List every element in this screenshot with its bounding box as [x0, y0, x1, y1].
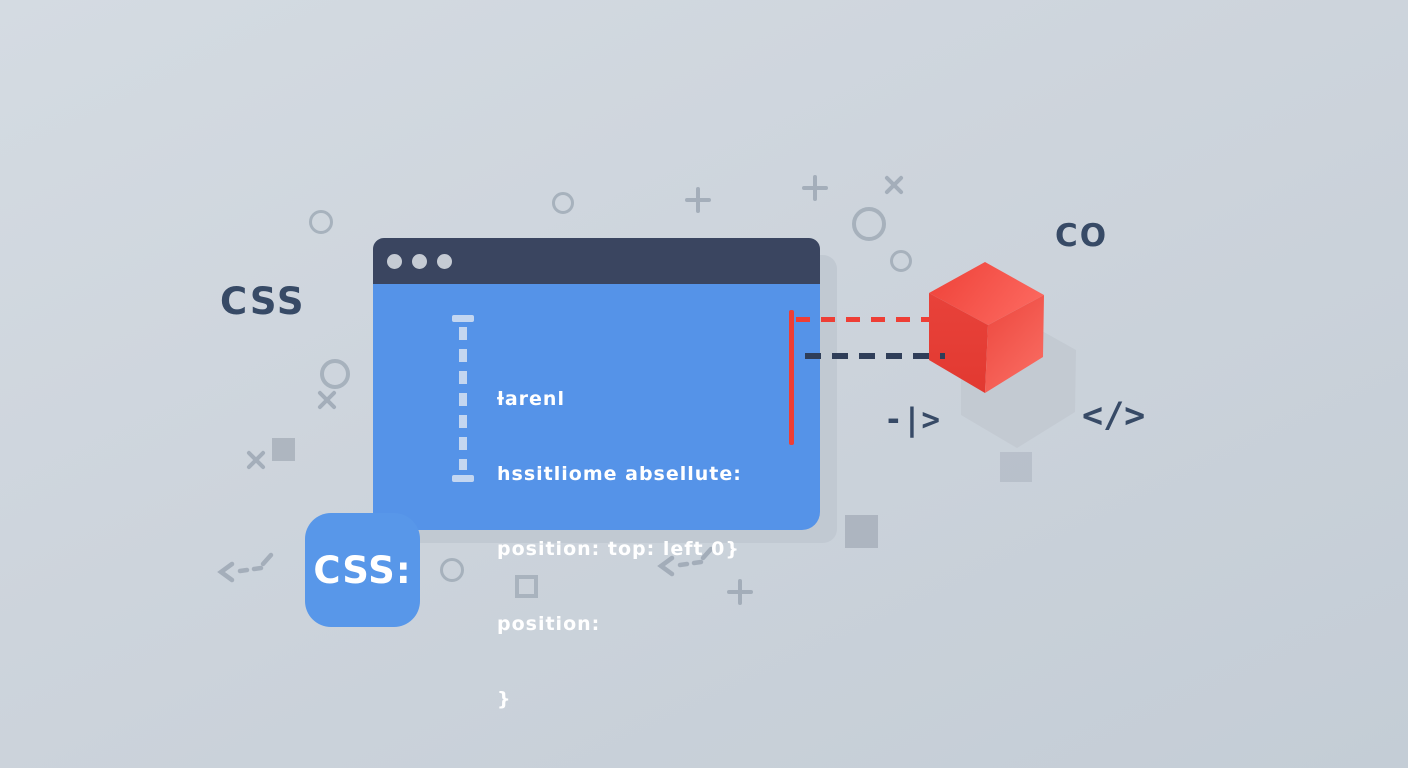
square-icon — [845, 515, 878, 548]
cross-icon — [316, 389, 336, 409]
ring-icon — [440, 558, 464, 582]
cross-icon — [245, 449, 267, 471]
css-badge: CSS: — [305, 513, 420, 627]
vertical-ruler-icon — [452, 315, 474, 482]
red-measure-line — [789, 310, 794, 445]
code-line: } — [497, 688, 512, 710]
window-titlebar — [373, 238, 820, 284]
window-body — [373, 284, 820, 530]
square-outline-icon — [515, 575, 538, 598]
browser-window — [373, 238, 820, 530]
css-badge-label: CSS: — [313, 548, 412, 592]
red-cube-icon — [929, 262, 1076, 448]
pipe-tag-label: -|> — [884, 402, 940, 438]
plus-icon — [802, 175, 828, 201]
red-dashed-line — [796, 317, 930, 322]
code-tag-label: </> — [1082, 396, 1146, 436]
ring-icon — [852, 207, 886, 241]
css-label: CSS — [220, 280, 306, 323]
plus-icon — [727, 579, 753, 605]
code-line: hssitliome absellute: — [497, 463, 742, 485]
code-line: position: — [497, 613, 601, 635]
window-dot-icon — [437, 253, 452, 269]
square-icon — [272, 438, 295, 461]
co-label: CO — [1055, 218, 1109, 254]
cross-icon — [883, 174, 905, 196]
code-block: ƚarenl hssitliome absellute: position: t… — [497, 337, 742, 762]
navy-dashed-line — [805, 353, 945, 359]
ring-icon — [890, 250, 912, 272]
dashed-arrow-icon — [217, 552, 274, 583]
ring-icon — [320, 359, 350, 389]
ring-icon — [309, 210, 333, 234]
square-icon — [1000, 452, 1032, 482]
code-line: position: top: left 0} — [497, 538, 740, 560]
window-dot-icon — [412, 253, 427, 269]
code-line: ƚarenl — [497, 388, 565, 410]
dashed-arrow-icon — [657, 546, 714, 577]
window-dot-icon — [387, 253, 402, 269]
ring-icon — [552, 192, 574, 214]
plus-icon — [685, 187, 711, 213]
